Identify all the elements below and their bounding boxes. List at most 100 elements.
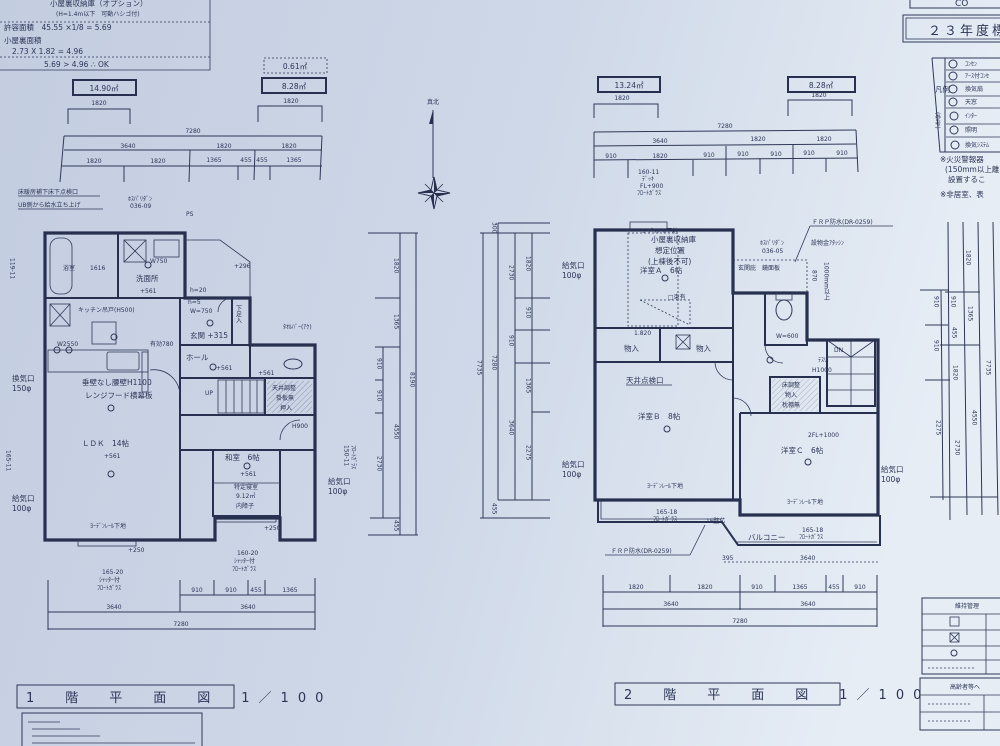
dim: 300 (491, 222, 498, 234)
label: 1616 (90, 265, 105, 272)
ceiling-light-icon (206, 319, 214, 327)
dim: 3640 (663, 601, 678, 608)
dim: 1820 (628, 584, 643, 591)
label: ｼｬｯﾀｰ付 (234, 557, 255, 565)
area-boxes: 14.90㎡ 0.61㎡ 8.28㎡ 13.24㎡ 8.28㎡ (72, 57, 856, 96)
label: 想定位置 (655, 245, 685, 255)
north-label: 真北 (427, 98, 439, 106)
outlet-icon (948, 59, 958, 69)
label: ﾌﾛｰﾄｶﾞﾗｽ (350, 445, 357, 469)
year-standard-title: ２３年度標 (928, 23, 1000, 39)
label: h=5 (188, 299, 201, 306)
label: W=750 (190, 308, 213, 315)
dim: 1365 (393, 314, 400, 329)
label: 小屋裏収納庫 (651, 234, 696, 244)
washer-pan (123, 239, 147, 263)
label: 1.820 (634, 330, 651, 337)
label: 160-20 (237, 550, 258, 557)
legend-item: ｱｰｽ付ｺﾝｾ (965, 72, 989, 80)
dim: 7280 (717, 123, 732, 130)
label: キッチン吊戸(H500) (78, 307, 135, 314)
label: 036-05 (762, 248, 783, 255)
area-2f-left: 13.24㎡ (615, 81, 644, 90)
room-label-storage: 物入 (696, 343, 711, 353)
dim: 910 (225, 587, 237, 594)
label: +250 (264, 525, 281, 532)
label: ﾎｽﾊﾟﾘﾀﾞﾝ (128, 196, 152, 203)
note: ※非居室、表 (940, 189, 984, 199)
label: ﾌﾛｰﾄｶﾞﾗｽ (97, 585, 121, 592)
label: +561 (240, 471, 257, 478)
dim: 8190 (409, 372, 416, 387)
dim: 910 (191, 587, 203, 594)
floor2-dims-top: 1820 1820 7280 3640 1820 1820 910 1820 9… (593, 92, 859, 178)
note: (150mm以上離 (945, 164, 1000, 174)
dim: 1365 (286, 157, 301, 164)
floor1-title: 1 階 平 面 図 1／100 (26, 691, 332, 706)
label: 天井調整 (272, 384, 296, 392)
floor2-dims-left: 7735 7280 300 2730 910 3640 1820 910 136… (476, 222, 550, 519)
label: +561 (258, 370, 275, 377)
room-label-ldk: ＬＤＫ 14帖 (82, 438, 130, 448)
label: 100φ (881, 475, 900, 484)
area-1f-dashed: 0.61㎡ (283, 62, 308, 71)
label: 掛板無 (276, 394, 294, 402)
label: レンジフード横幕板 (85, 390, 153, 400)
label: H900 (292, 423, 308, 430)
attic-notes-box: 小屋裏収納庫（オプション） (H=1.4m以下 可動ハシゴ付) 許容面積 45.… (0, 0, 211, 71)
note-line: 2.73 X 1.82 = 4.96 (12, 47, 83, 56)
label: 押入 (280, 404, 292, 412)
room-label-washitsu: 和室 6帖 (225, 452, 260, 462)
dim: 455 (256, 157, 268, 164)
wash-basin (153, 239, 180, 258)
dim: 910 (854, 584, 866, 591)
right-panel: CO ２３年度標 凡例 (参考) ｺﾝｾﾝ ｱｰｽ付ｺﾝｾ 換気扇 天窓 ｲﾝﾀ… (902, 0, 1000, 731)
label: 特定寝室 (234, 483, 258, 491)
label: ﾌﾛｰﾄｶﾞﾗｽ (637, 190, 661, 197)
dim: 1365 (967, 306, 974, 321)
dim: 1820 (811, 92, 826, 99)
label: ﾖｰﾃﾞﾝﾚｰﾙ下地 (642, 227, 678, 235)
label: +561 (140, 288, 157, 295)
label: 浴室 (63, 264, 75, 272)
label: 870 (811, 270, 818, 282)
dim: 1820 (697, 584, 712, 591)
room-label-washroom: 洗面所 (136, 273, 159, 283)
dim: 910 (933, 340, 940, 352)
dim: 2275 (525, 445, 532, 460)
ceiling-light-icon (107, 470, 115, 478)
dim: 1820 (216, 143, 231, 150)
note-line: 小屋裏面積 (4, 35, 42, 45)
label: H1000 (812, 367, 832, 374)
dim: 910 (836, 150, 848, 157)
label: 150-11 (343, 445, 350, 466)
dim: 1820 (283, 98, 298, 105)
table-header: 維持管理 (955, 602, 979, 610)
dim: 1820 (393, 258, 400, 273)
dim: 1820 (281, 143, 296, 150)
label: 給気口 (328, 476, 351, 486)
dim: 455 (951, 327, 958, 339)
floor2-plan: 160-11 ﾃﾞｯｷ FL+900 ﾌﾛｰﾄｶﾞﾗｽ ﾖｰﾃﾞﾝﾚｰﾙ下地 小… (562, 169, 904, 556)
dim: 455 (250, 587, 262, 594)
label: バルコニー (748, 533, 785, 542)
label: 100φ (12, 504, 31, 513)
bathtub (49, 237, 73, 295)
label: 1F壁芯 (706, 517, 725, 525)
dim: 1820 (965, 250, 972, 265)
note-line: (H=1.4m以下 可動ハシゴ付) (56, 10, 140, 18)
label: 100φ (562, 470, 581, 479)
label: ﾌﾛｰﾄｶﾞﾗｽ (799, 534, 823, 541)
label: 165-18 (656, 509, 677, 516)
dim: 910 (933, 296, 940, 308)
label: W=600 (776, 333, 799, 340)
label: ＦＲＰ防水(DR-0259) (611, 547, 672, 555)
dim: 1365 (282, 587, 297, 594)
ceiling-light-icon (804, 458, 812, 466)
floor1-title-box: 1 階 平 面 図 1／100 (16, 684, 332, 709)
label: 給気口 (881, 464, 904, 474)
dim: 2730 (376, 456, 383, 471)
dim: 7280 (732, 618, 747, 625)
